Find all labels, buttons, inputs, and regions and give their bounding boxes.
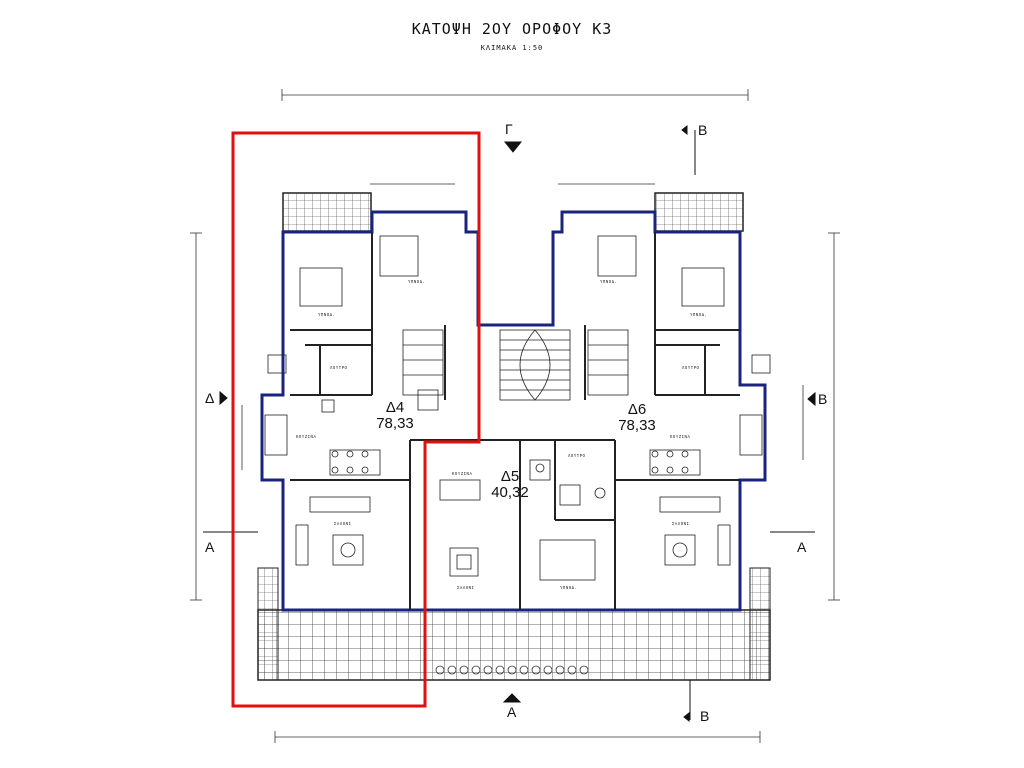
room-label: ΛΟΥΤΡΟ <box>682 365 700 370</box>
balcony-bottom <box>257 609 771 681</box>
room-label: ΥΠΝΟΔ. <box>690 312 708 317</box>
furniture <box>264 235 771 581</box>
section-label-alpha-bottom: Α <box>507 704 517 720</box>
room-label: ΣΑΛΟΝΙ <box>457 585 475 590</box>
section-markers <box>203 124 816 723</box>
interior-walls <box>290 232 740 610</box>
balcony-top-left <box>282 192 372 232</box>
plan-title: ΚΑΤΟΨΗ 2ΟΥ ΟΡΟΦΟΥ Κ3 <box>411 20 613 38</box>
building-outline <box>260 210 767 612</box>
room-label: ΚΟΥΖΙΝΑ <box>296 434 317 439</box>
room-label: ΥΠΝΟΔ. <box>408 279 426 284</box>
unit-d5-label: Δ5 40,32 <box>485 469 535 501</box>
section-label-beta-bottom: Β <box>700 708 710 724</box>
room-label: ΥΠΝΟΔ. <box>560 585 578 590</box>
unit-d5-area: 40,32 <box>491 484 529 501</box>
unit-d5-id: Δ5 <box>500 468 520 485</box>
planters <box>435 665 589 675</box>
staircase <box>402 329 629 401</box>
room-label: ΛΟΥΤΡΟ <box>330 365 348 370</box>
unit-d6-id: Δ6 <box>627 401 647 418</box>
dimension-lines <box>190 89 840 743</box>
unit-d4-label: Δ4 78,33 <box>370 400 420 432</box>
section-label-beta-right: Β <box>818 391 828 407</box>
room-label: ΥΠΝΟΔ. <box>600 279 618 284</box>
section-label-delta-left: Δ <box>205 390 215 406</box>
room-label: ΥΠΝΟΔ. <box>318 312 336 317</box>
room-label: ΣΑΛΟΝΙ <box>334 521 352 526</box>
balcony-top-right <box>654 192 744 232</box>
room-label: ΣΑΛΟΝΙ <box>672 521 690 526</box>
unit-d6-area: 78,33 <box>618 417 656 434</box>
plan-scale: ΚΛΙΜΑΚΑ 1:50 <box>480 44 544 52</box>
unit-d4-area: 78,33 <box>376 415 414 432</box>
section-label-gamma-top: Γ <box>505 121 513 137</box>
section-label-beta-top: Β <box>698 122 708 138</box>
room-label: ΚΟΥΖΙΝΑ <box>452 471 473 476</box>
section-label-alpha-left: Α <box>205 539 215 555</box>
highlight-unit-d4 <box>231 131 481 708</box>
unit-d4-id: Δ4 <box>385 399 405 416</box>
room-label: ΛΟΥΤΡΟ <box>568 453 586 458</box>
section-label-alpha-right: Α <box>797 539 807 555</box>
unit-d6-label: Δ6 78,33 <box>612 402 662 434</box>
room-label: ΚΟΥΖΙΝΑ <box>670 434 691 439</box>
